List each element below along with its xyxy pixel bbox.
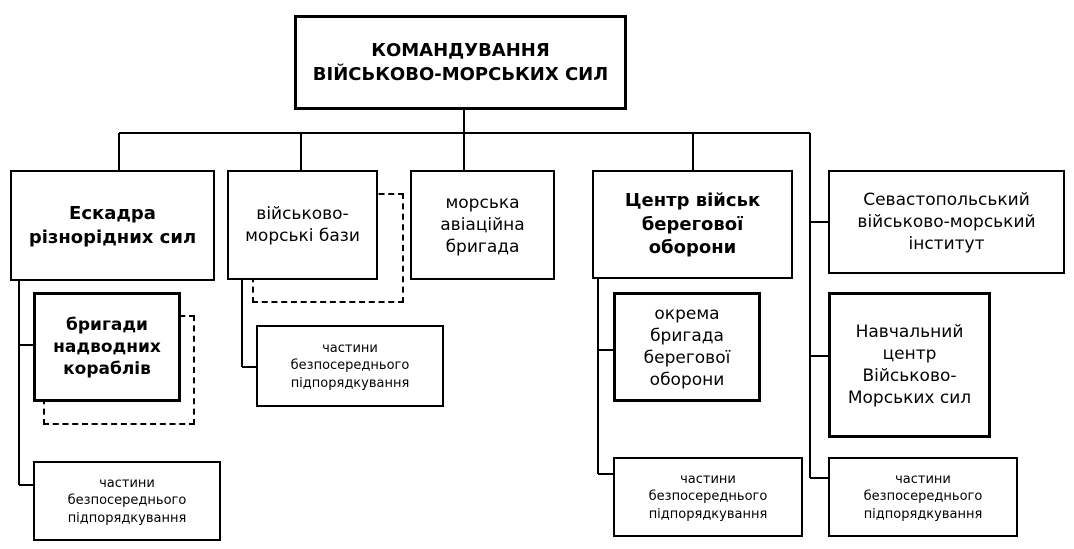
direct-units-box-coastal: частини безпосереднього підпорядкування bbox=[613, 457, 803, 537]
direct-units-label-bases: частини безпосереднього підпорядкування bbox=[290, 340, 410, 391]
direct-units-label-escadra: частини безпосереднього підпорядкування bbox=[67, 475, 187, 526]
coastal-brigade-box: окрема бригада берегової оборони bbox=[613, 292, 761, 402]
direct-units-label-coastal: частини безпосереднього підпорядкування bbox=[648, 471, 768, 522]
coastal-defense-center-box: Центр військ берегової оборони bbox=[592, 170, 793, 279]
direct-units-box-command: частини безпосереднього підпорядкування bbox=[828, 457, 1018, 537]
navy-command-box: КОМАНДУВАННЯ ВІЙСЬКОВО-МОРСЬКИХ СИЛ bbox=[294, 15, 627, 110]
naval-institute-label: Севастопольський військово-морський інст… bbox=[857, 189, 1036, 255]
naval-aviation-label: морська авіаційна бригада bbox=[440, 192, 525, 258]
direct-units-label-command: частини безпосереднього підпорядкування bbox=[863, 471, 983, 522]
naval-aviation-box: морська авіаційна бригада bbox=[410, 170, 555, 280]
training-center-box: Навчальний центр Військово- Морських сил bbox=[828, 292, 991, 438]
escadra-box: Ескадра різнорідних сил bbox=[10, 170, 215, 281]
naval-bases-label: військово- морські бази bbox=[245, 203, 360, 246]
naval-bases-box: військово- морські бази bbox=[227, 170, 378, 280]
direct-units-box-bases: частини безпосереднього підпорядкування bbox=[256, 325, 444, 407]
coastal-defense-center-label: Центр військ берегової оборони bbox=[624, 190, 761, 259]
direct-units-box-escadra: частини безпосереднього підпорядкування bbox=[33, 461, 221, 541]
training-center-label: Навчальний центр Військово- Морських сил bbox=[847, 321, 972, 409]
escadra-label: Ескадра різнорідних сил bbox=[28, 203, 197, 248]
ship-brigades-box: бригади надводних кораблів bbox=[33, 292, 181, 402]
ship-brigades-label: бригади надводних кораблів bbox=[53, 314, 161, 380]
navy-command-title: КОМАНДУВАННЯ ВІЙСЬКОВО-МОРСЬКИХ СИЛ bbox=[312, 40, 609, 85]
coastal-brigade-label: окрема бригада берегової оборони bbox=[643, 303, 731, 391]
naval-institute-box: Севастопольський військово-морський інст… bbox=[828, 170, 1065, 274]
